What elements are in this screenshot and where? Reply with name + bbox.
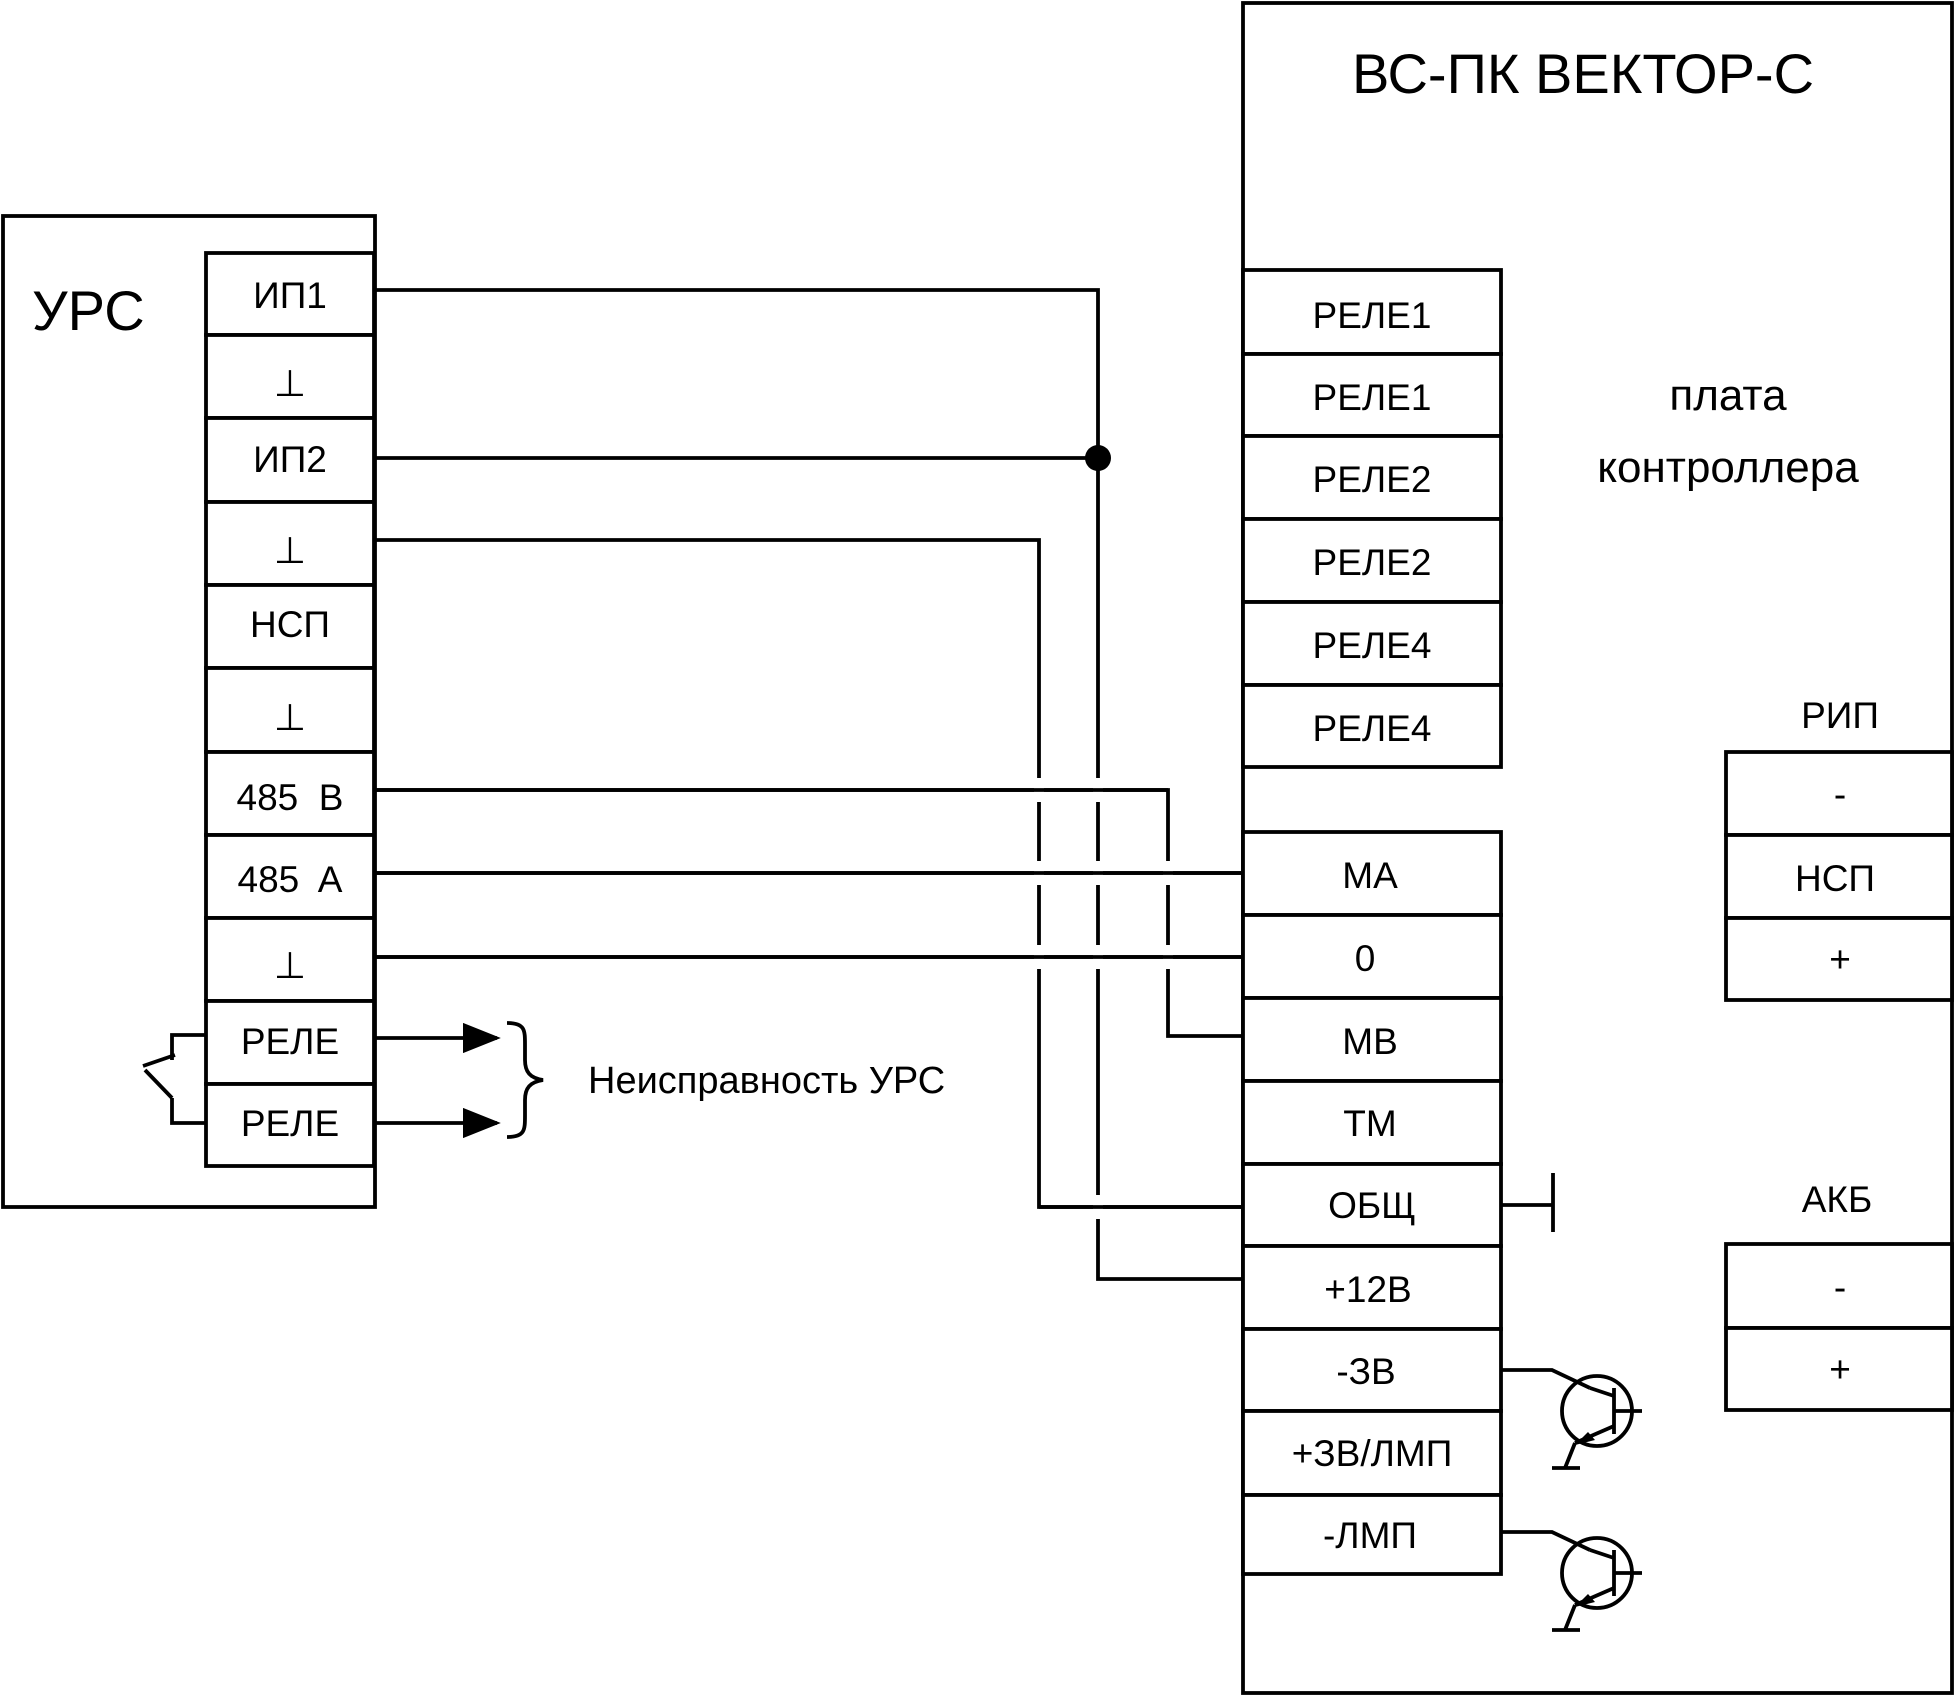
ctrl-relay-terminal-6 bbox=[1241, 683, 1503, 769]
urs-terminal-7-label: 485 B bbox=[237, 777, 344, 818]
rip-block: РИП - НСП + bbox=[1724, 695, 1954, 1002]
urs-terminal-10-label: РЕЛЕ bbox=[241, 1021, 339, 1062]
board-label-line2: контроллера bbox=[1597, 443, 1859, 492]
ctrl-relay-terminal-2 bbox=[1241, 352, 1503, 438]
ctrl-io-terminal-lamp-minus bbox=[1241, 1493, 1503, 1576]
akb-title: АКБ bbox=[1802, 1179, 1873, 1220]
ctrl-io-terminal-sound-lamp-plus-label: +ЗВ/ЛМП bbox=[1292, 1433, 1453, 1474]
urs-terminal-1 bbox=[204, 251, 376, 337]
akb-terminal-minus-label: - bbox=[1834, 1267, 1846, 1308]
ctrl-io-terminal-mb-label: MB bbox=[1342, 1021, 1398, 1062]
urs-terminal-2-label: ⊥ bbox=[274, 363, 306, 404]
ctrl-io-terminal-common-label: ОБЩ bbox=[1328, 1185, 1416, 1226]
wires bbox=[375, 288, 1243, 1281]
urs-terminal-2 bbox=[204, 333, 376, 420]
wire-ip1 bbox=[375, 288, 1243, 1281]
curly-brace bbox=[506, 1021, 544, 1139]
urs-terminal-8 bbox=[204, 833, 376, 920]
ctrl-relay-terminal-1-label: РЕЛЕ1 bbox=[1313, 295, 1432, 336]
relay-note: Неисправность УРС bbox=[588, 1060, 945, 1102]
wire-junction-dot bbox=[1085, 445, 1111, 471]
ctrl-io-terminal-sound-minus-label: -ЗВ bbox=[1336, 1351, 1395, 1392]
ctrl-io-terminal-12v-label: +12В bbox=[1324, 1269, 1411, 1310]
urs-terminal-6-label: ⊥ bbox=[274, 697, 306, 738]
urs-terminal-11 bbox=[204, 1082, 376, 1168]
controller-io-terminals: MA 0 MB TM ОБЩ +12В -ЗВ +ЗВ/ЛМП -ЛМП bbox=[1241, 830, 1503, 1576]
ctrl-relay-terminal-5-label: РЕЛЕ4 bbox=[1313, 625, 1432, 666]
urs-terminal-11-label: РЕЛЕ bbox=[241, 1103, 339, 1144]
rip-terminal-plus bbox=[1724, 916, 1954, 1002]
ctrl-io-terminal-tm bbox=[1241, 1079, 1503, 1166]
rip-title: РИП bbox=[1801, 695, 1879, 736]
transistor-1-icon bbox=[1501, 1368, 1642, 1470]
ctrl-relay-terminal-3-label: РЕЛЕ2 bbox=[1313, 459, 1432, 500]
urs-terminal-4-label: ⊥ bbox=[274, 530, 306, 571]
ctrl-relay-terminal-4-label: РЕЛЕ2 bbox=[1313, 542, 1432, 583]
ctrl-io-terminal-tm-label: TM bbox=[1343, 1103, 1396, 1144]
urs-title: УРС bbox=[32, 279, 145, 342]
urs-terminal-8-label: 485 A bbox=[238, 859, 343, 900]
relay-outputs: Неисправность УРС bbox=[375, 1021, 945, 1139]
controller-relay-terminals: РЕЛЕ1 РЕЛЕ1 РЕЛЕ2 РЕЛЕ2 РЕЛЕ4 РЕЛЕ4 bbox=[1241, 268, 1503, 769]
ctrl-io-terminal-mb bbox=[1241, 996, 1503, 1083]
akb-terminal-minus bbox=[1724, 1242, 1954, 1330]
rip-terminal-minus bbox=[1724, 750, 1954, 837]
transistor-2-icon bbox=[1501, 1530, 1642, 1632]
rip-terminal-plus-label: + bbox=[1829, 939, 1851, 980]
akb-block: АКБ - + bbox=[1724, 1179, 1954, 1412]
urs-terminal-9 bbox=[204, 916, 376, 1003]
urs-terminal-3-label: ИП2 bbox=[253, 439, 327, 480]
akb-terminal-plus-label: + bbox=[1829, 1349, 1851, 1390]
ground-symbol bbox=[1501, 1173, 1555, 1232]
akb-terminal-plus bbox=[1724, 1326, 1954, 1412]
relay-contact-symbol bbox=[142, 1033, 206, 1125]
ctrl-relay-terminal-1 bbox=[1241, 268, 1503, 356]
ctrl-io-terminal-sound-minus bbox=[1241, 1327, 1503, 1413]
ctrl-relay-terminal-2-label: РЕЛЕ1 bbox=[1313, 377, 1432, 418]
urs-terminal-5-label: НСП bbox=[250, 604, 330, 645]
urs-terminal-7 bbox=[204, 750, 376, 837]
rip-terminal-minus-label: - bbox=[1834, 774, 1846, 815]
controller-title: ВС-ПК ВЕКТОР-С bbox=[1352, 42, 1814, 105]
ctrl-io-terminal-12v bbox=[1241, 1244, 1503, 1331]
ctrl-relay-terminal-3 bbox=[1241, 434, 1503, 521]
urs-terminal-9-label: ⊥ bbox=[274, 945, 306, 986]
ctrl-relay-terminal-6-label: РЕЛЕ4 bbox=[1313, 708, 1432, 749]
urs-terminal-1-label: ИП1 bbox=[253, 275, 327, 316]
rip-terminal-nsp-label: НСП bbox=[1795, 858, 1875, 899]
ctrl-io-terminal-sound-lamp-plus bbox=[1241, 1409, 1503, 1497]
ctrl-io-terminal-ma-label: MA bbox=[1342, 855, 1398, 896]
urs-terminal-block: ИП1 ⊥ ИП2 ⊥ НСП ⊥ 485 B 485 A ⊥ РЕЛЕ РЕЛ… bbox=[204, 251, 376, 1168]
board-label-line1: плата bbox=[1669, 371, 1787, 420]
ctrl-relay-terminal-4 bbox=[1241, 517, 1503, 604]
ctrl-relay-terminal-5 bbox=[1241, 600, 1503, 687]
wire-485b bbox=[375, 788, 1243, 1038]
ctrl-io-terminal-lamp-minus-label: -ЛМП bbox=[1323, 1515, 1417, 1556]
urs-terminal-6 bbox=[204, 666, 376, 754]
ctrl-io-terminal-0-label: 0 bbox=[1355, 938, 1376, 979]
